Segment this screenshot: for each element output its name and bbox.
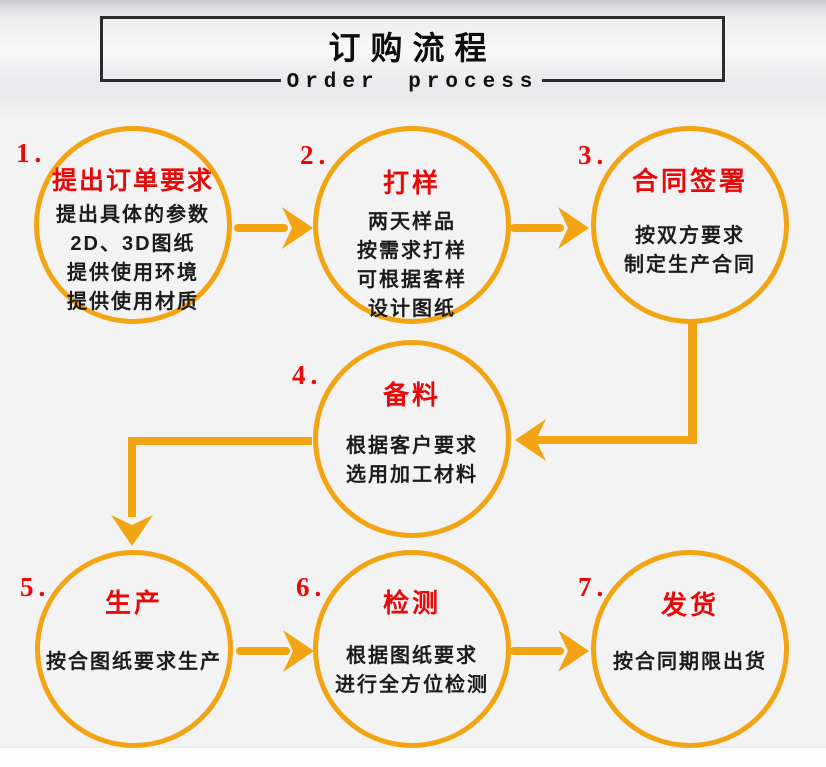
step-1-number: 1. xyxy=(16,138,47,168)
step-5-line: 按合图纸要求生产 xyxy=(46,651,222,673)
page-subtitle: Order process xyxy=(286,71,539,94)
step-2-line: 按需求打样 xyxy=(357,240,467,262)
header-gradient-background xyxy=(0,0,826,118)
step-6-line: 进行全方位检测 xyxy=(335,674,489,696)
step-1-line: 2D、3D图纸 xyxy=(70,233,196,255)
step-7-circle: 发货 按合同期限出货 xyxy=(591,550,789,748)
step-3-line: 制定生产合同 xyxy=(624,254,756,276)
step-5-title: 生产 xyxy=(104,588,163,618)
step-1-title: 提出订单要求 xyxy=(51,167,214,195)
step-5-number: 5. xyxy=(20,572,51,602)
step-3-title: 合同签署 xyxy=(631,166,748,196)
arrow-step5-to-step6 xyxy=(236,630,314,672)
arrow-step6-to-step7 xyxy=(510,630,589,672)
step-6-title: 检测 xyxy=(382,588,441,618)
arrow-step2-to-step3 xyxy=(510,207,589,249)
step-1-line: 提出具体的参数 xyxy=(56,204,210,226)
step-7-title: 发货 xyxy=(660,590,719,620)
step-3-line: 按双方要求 xyxy=(635,225,745,247)
step-1-line: 提供使用材质 xyxy=(67,291,199,313)
step-2-title: 打样 xyxy=(382,168,441,198)
step-4-number: 4. xyxy=(292,360,323,390)
step-7-line: 按合同期限出货 xyxy=(613,651,767,673)
step-4-line: 根据客户要求 xyxy=(346,435,478,457)
step-6-line: 根据图纸要求 xyxy=(346,645,478,667)
step-2-line: 设计图纸 xyxy=(368,298,456,320)
step-1-line: 提供使用环境 xyxy=(67,262,199,284)
step-4-circle: 备料 根据客户要求 选用加工材料 xyxy=(313,340,511,538)
step-2-circle: 打样 两天样品 按需求打样 可根据客样 设计图纸 xyxy=(313,126,511,324)
arrow-step3-to-step4 xyxy=(515,323,697,461)
step-4-line: 选用加工材料 xyxy=(346,464,478,486)
step-1-circle: 提出订单要求 提出具体的参数 2D、3D图纸 提供使用环境 提供使用材质 xyxy=(34,126,232,324)
header-box: 订购流程 Order process xyxy=(100,16,725,94)
header-underline-right xyxy=(542,79,725,82)
step-3-number: 3. xyxy=(578,140,609,170)
step-7-number: 7. xyxy=(578,572,609,602)
page-title: 订购流程 xyxy=(328,29,497,67)
bottom-strip xyxy=(0,747,826,767)
arrow-step4-to-step5 xyxy=(111,437,312,546)
step-4-title: 备料 xyxy=(382,380,441,410)
step-6-number: 6. xyxy=(296,572,327,602)
step-2-number: 2. xyxy=(300,140,331,170)
step-2-line: 两天样品 xyxy=(368,211,456,233)
step-3-circle: 合同签署 按双方要求 制定生产合同 xyxy=(591,126,789,324)
step-6-circle: 检测 根据图纸要求 进行全方位检测 xyxy=(313,550,511,748)
step-2-line: 可根据客样 xyxy=(357,269,467,291)
arrow-step1-to-step2 xyxy=(234,207,313,249)
step-5-circle: 生产 按合图纸要求生产 xyxy=(35,550,233,748)
header-underline-left xyxy=(100,79,281,82)
